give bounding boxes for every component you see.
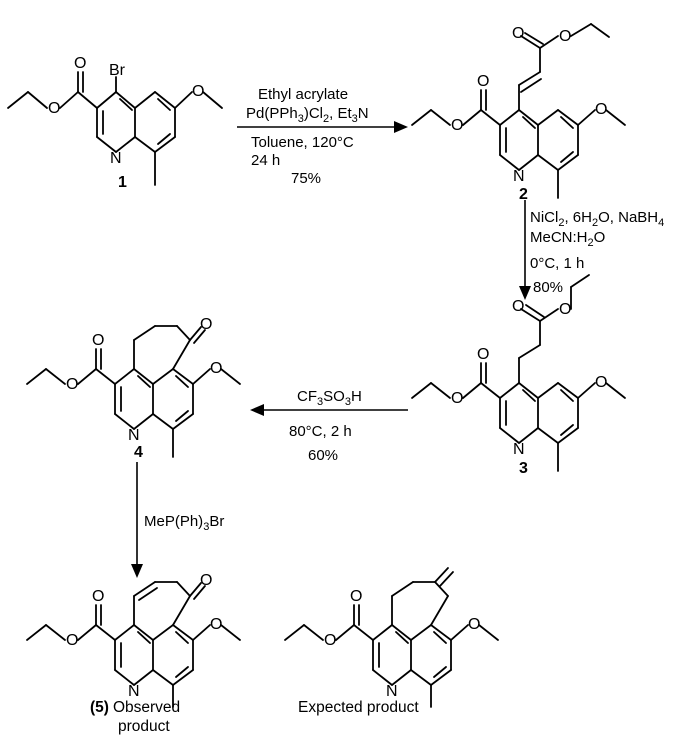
compound-2: O O O O O N 2 [411, 23, 626, 203]
step2-reagent-1: NiCl2, 6H2O, NaBH4 [530, 209, 664, 229]
step4-reagent: MeP(Ph)3Br [144, 513, 224, 533]
compound-2-acrylate-carbonyl-o: O [512, 25, 524, 42]
compound-5-carbonyl-o: O [92, 588, 104, 605]
compound-4-n-label: N [128, 427, 140, 444]
compound-1-ester-o: O [48, 100, 60, 117]
compound-2-n-label: N [513, 168, 525, 185]
compound-5-caption-observed: Observed [113, 699, 180, 716]
compound-2-bonds [411, 23, 626, 199]
step3-conditions-temp: 80°C, 2 h [289, 423, 352, 440]
expected-n-label: N [386, 683, 398, 700]
compound-1-br-label: Br [109, 62, 126, 79]
expected-methoxy-o: O [468, 616, 480, 633]
compound-5-bonds [26, 581, 241, 708]
step2-reagent-2: MeCN:H2O [530, 229, 605, 249]
step2-conditions: NiCl2, 6H2O, NaBH4 MeCN:H2O 0°C, 1 h 80% [530, 209, 664, 296]
compound-5-methoxy-o: O [210, 616, 222, 633]
compound-5-number: (5) [90, 699, 109, 716]
compound-4-carbonyl-o: O [92, 332, 104, 349]
compound-3: O O O O O N 3 [411, 274, 626, 477]
compound-3-chain-ester-o: O [559, 301, 571, 318]
expected-carbonyl-o: O [350, 588, 362, 605]
step1-reagent-1: Ethyl acrylate [258, 86, 348, 103]
compound-5-ester-o: O [66, 632, 78, 649]
step1-yield: 75% [291, 170, 321, 187]
reaction-arrow-3 [250, 404, 408, 416]
step3-reagent: CF3SO3H [297, 388, 362, 408]
expected-ester-o: O [324, 632, 336, 649]
step2-yield: 80% [533, 279, 563, 296]
compound-1-n-label: N [110, 150, 122, 167]
compound-1-methoxy-o: O [192, 83, 204, 100]
compound-2-carbonyl-o: O [477, 73, 489, 90]
compound-1-carbonyl-o: O [74, 55, 86, 72]
compound-1-number: 1 [118, 174, 127, 191]
compound-4-ester-o: O [66, 376, 78, 393]
compound-5-caption-1: (5)Observed [90, 699, 180, 716]
compound-5-ketone-o: O [200, 572, 212, 589]
reaction-arrow-2 [519, 200, 531, 300]
compound-3-carbonyl-o: O [477, 346, 489, 363]
compound-5-n-label: N [128, 683, 140, 700]
step1-solvent: Toluene, 120°C [251, 134, 354, 151]
compound-2-ester-o: O [451, 117, 463, 134]
compound-3-number: 3 [519, 460, 528, 477]
compound-3-bonds [411, 274, 626, 472]
step2-conditions-temp: 0°C, 1 h [530, 255, 584, 272]
reaction-arrow-4 [131, 462, 143, 578]
compound-4-methoxy-o: O [210, 360, 222, 377]
compound-3-methoxy-o: O [595, 374, 607, 391]
step3-yield: 60% [308, 447, 338, 464]
step4-conditions: MeP(Ph)3Br [144, 513, 224, 533]
step1-reagent-2: Pd(PPh3)Cl2, Et3N [246, 105, 369, 125]
compound-3-chain-carbonyl-o: O [512, 298, 524, 315]
compound-1-bonds [7, 71, 223, 186]
compound-1: O O O Br N 1 [7, 55, 223, 191]
compound-2-number: 2 [519, 186, 528, 203]
compound-2-acrylate-ester-o: O [559, 28, 571, 45]
step1-conditions: Ethyl acrylate Pd(PPh3)Cl2, Et3N Toluene… [246, 86, 369, 187]
compound-4-bonds [26, 325, 241, 458]
compound-5-caption-2: product [118, 718, 170, 735]
reaction-arrow-1 [237, 121, 408, 133]
compound-3-n-label: N [513, 441, 525, 458]
expected-product: O O O N Expected product [284, 567, 499, 716]
expected-product-bonds [284, 567, 499, 708]
step1-time: 24 h [251, 152, 280, 169]
compound-3-ester-o: O [451, 390, 463, 407]
expected-caption: Expected product [298, 699, 419, 716]
compound-2-methoxy-o: O [595, 101, 607, 118]
compound-4-number: 4 [134, 444, 143, 461]
step3-conditions: CF3SO3H 80°C, 2 h 60% [289, 388, 362, 464]
compound-4: O O O O N 4 [26, 316, 241, 461]
compound-4-ketone-o: O [200, 316, 212, 333]
compound-5: O O O O N (5)Observed product [26, 572, 241, 735]
